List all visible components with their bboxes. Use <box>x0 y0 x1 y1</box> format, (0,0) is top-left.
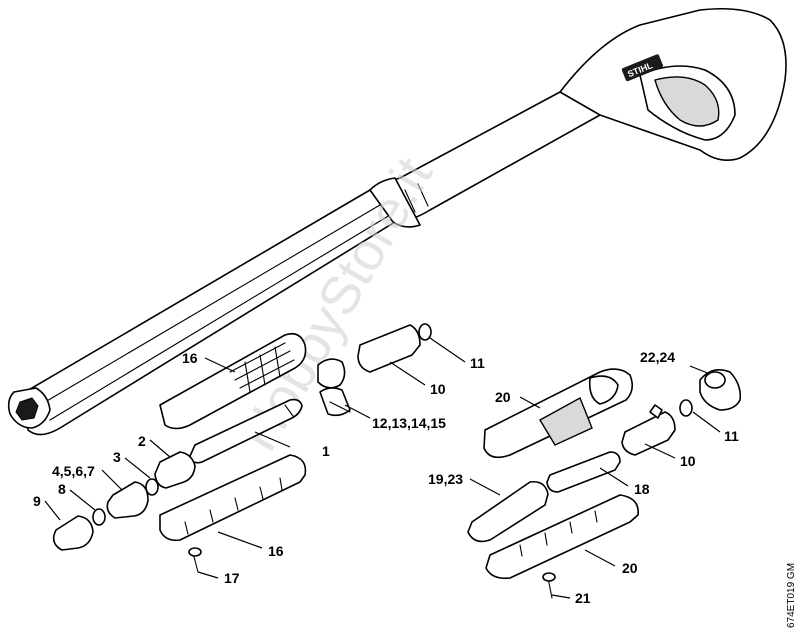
callout-20-lower: 20 <box>622 560 638 576</box>
tube-18 <box>546 451 621 493</box>
drawing-code: 674ET019 GM <box>786 563 797 628</box>
lower-half-shell-20 <box>485 494 639 580</box>
callout-21: 21 <box>575 590 591 606</box>
fitting-2 <box>154 451 196 489</box>
ring-22-24 <box>699 369 742 411</box>
screw-17 <box>188 547 202 573</box>
valve-parts-12-15 <box>317 358 351 417</box>
callout-22-24: 22,24 <box>640 349 675 365</box>
callout-2: 2 <box>138 433 146 449</box>
o-ring-8 <box>92 508 106 526</box>
callout-10-lower: 10 <box>680 453 696 469</box>
o-ring-11-lower <box>679 399 693 417</box>
spray-wand: STIHL <box>7 7 787 436</box>
callout-labels: 16 1 2 3 4,5,6,7 8 9 16 17 12,13,14,15 1… <box>33 349 739 606</box>
o-ring-11-upper <box>418 323 432 341</box>
callout-10-upper: 10 <box>430 381 446 397</box>
connector-10-lower <box>621 411 676 456</box>
screw-21 <box>542 572 556 599</box>
fitting-19-23 <box>467 480 549 543</box>
callout-11-upper: 11 <box>470 355 485 371</box>
callout-3: 3 <box>113 449 121 465</box>
callout-4-5-6-7: 4,5,6,7 <box>52 463 95 479</box>
callout-20-upper: 20 <box>495 389 511 405</box>
callout-16-upper: 16 <box>182 350 198 366</box>
upper-half-shell-20 <box>483 368 634 459</box>
callout-16-lower: 16 <box>268 543 284 559</box>
nozzle-cap-9 <box>52 515 94 551</box>
callout-12-13-14-15: 12,13,14,15 <box>372 415 446 431</box>
lower-half-shell-16 <box>159 454 307 542</box>
callout-19-23: 19,23 <box>428 471 463 487</box>
callout-8: 8 <box>58 481 66 497</box>
leader-lines <box>44 337 721 599</box>
callout-17: 17 <box>224 570 240 586</box>
callout-9: 9 <box>33 493 41 509</box>
o-ring-3 <box>145 478 159 496</box>
upper-half-shell-16 <box>159 332 307 430</box>
nozzle-4-5-6-7 <box>106 481 149 519</box>
callout-1: 1 <box>322 443 330 459</box>
connector-10-upper <box>357 324 421 373</box>
callout-11-lower: 11 <box>724 428 739 444</box>
callout-18: 18 <box>634 481 650 497</box>
